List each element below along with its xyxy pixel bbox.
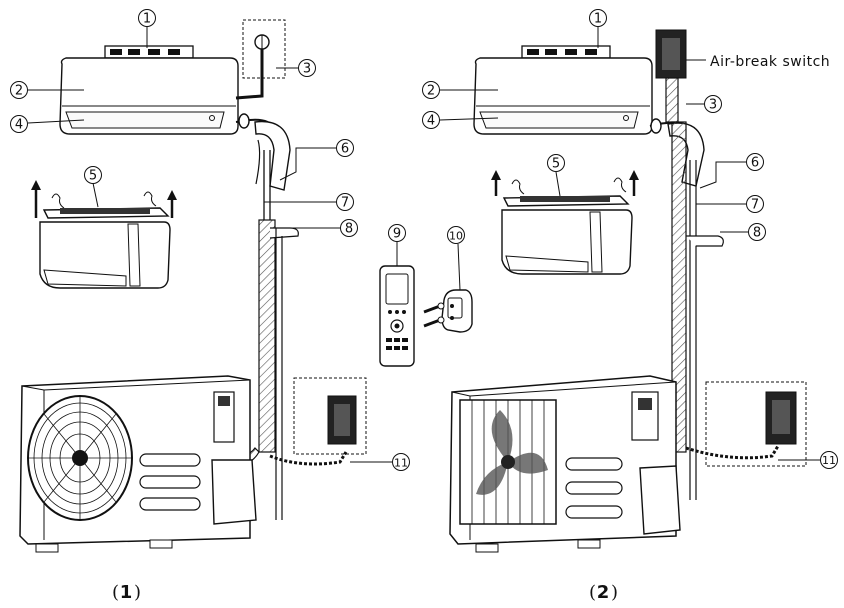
caption-figure-2: ( 2 ) bbox=[589, 582, 618, 603]
svg-text:3: 3 bbox=[303, 62, 311, 77]
accessories: 9 10 bbox=[379, 224, 473, 367]
svg-text:(: ( bbox=[589, 582, 596, 603]
callout-11-right: 11 bbox=[820, 451, 838, 469]
callout-3-right: 3 bbox=[704, 95, 722, 113]
remote-control-icon bbox=[379, 265, 415, 367]
svg-text:6: 6 bbox=[751, 156, 759, 171]
indoor-unit-lifting-icon bbox=[31, 180, 177, 289]
figure-2: Air-break switch bbox=[422, 9, 838, 603]
callout-6-left: 6 bbox=[336, 139, 354, 157]
callout-5-right: 5 bbox=[547, 154, 565, 172]
svg-text:4: 4 bbox=[15, 118, 23, 133]
svg-text:5: 5 bbox=[89, 169, 97, 184]
svg-text:11: 11 bbox=[394, 457, 408, 470]
svg-text:6: 6 bbox=[341, 142, 349, 157]
svg-text:3: 3 bbox=[709, 98, 717, 113]
svg-text:2: 2 bbox=[597, 582, 610, 603]
callout-5-left: 5 bbox=[84, 166, 102, 184]
outdoor-unit-icon bbox=[19, 375, 257, 553]
indoor-unit-icon bbox=[59, 57, 239, 135]
air-break-switch-icon bbox=[655, 29, 687, 79]
svg-text:8: 8 bbox=[753, 226, 761, 241]
callout-8-right: 8 bbox=[748, 223, 766, 241]
indoor-unit-icon bbox=[473, 57, 653, 135]
svg-text:7: 7 bbox=[751, 198, 759, 213]
callout-2-left: 2 bbox=[10, 81, 28, 99]
svg-text:11: 11 bbox=[822, 454, 836, 467]
callout-1-left: 1 bbox=[138, 9, 156, 27]
callout-4-right: 4 bbox=[422, 111, 440, 129]
callout-4-left: 4 bbox=[10, 115, 28, 133]
callout-2-right: 2 bbox=[422, 81, 440, 99]
svg-text:2: 2 bbox=[15, 84, 23, 99]
indoor-unit-lifting-icon bbox=[491, 170, 639, 275]
caption-figure-1: ( 1 ) bbox=[112, 582, 141, 603]
mounting-plate-icon bbox=[521, 45, 611, 59]
svg-text:1: 1 bbox=[594, 12, 602, 27]
svg-text:9: 9 bbox=[393, 227, 401, 242]
callout-10: 10 bbox=[447, 226, 465, 244]
svg-text:1: 1 bbox=[120, 582, 133, 603]
callout-1-right: 1 bbox=[589, 9, 607, 27]
svg-text:(: ( bbox=[112, 582, 119, 603]
outdoor-unit-icon bbox=[449, 375, 681, 553]
callout-3-left: 3 bbox=[298, 59, 316, 77]
callout-9: 9 bbox=[388, 224, 406, 242]
svg-text:7: 7 bbox=[341, 196, 349, 211]
svg-text:): ) bbox=[611, 582, 618, 603]
svg-text:10: 10 bbox=[449, 230, 463, 243]
svg-text:1: 1 bbox=[143, 12, 151, 27]
figure-1: 1 2 3 4 5 6 7 8 bbox=[10, 9, 410, 603]
callout-11-left: 11 bbox=[392, 453, 410, 471]
air-break-switch-icon bbox=[327, 395, 357, 445]
wall-hole-cap-icon bbox=[254, 34, 270, 76]
svg-text:5: 5 bbox=[552, 157, 560, 172]
callout-7-right: 7 bbox=[746, 195, 764, 213]
air-break-switch-label: Air-break switch bbox=[710, 54, 830, 70]
svg-text:4: 4 bbox=[427, 114, 435, 129]
svg-text:8: 8 bbox=[345, 222, 353, 237]
callout-6-right: 6 bbox=[746, 153, 764, 171]
svg-text:2: 2 bbox=[427, 84, 435, 99]
callout-7-left: 7 bbox=[336, 193, 354, 211]
screw-icon bbox=[423, 302, 445, 328]
air-break-switch-icon bbox=[765, 391, 797, 445]
remote-holder-icon bbox=[441, 289, 473, 333]
callout-8-left: 8 bbox=[340, 219, 358, 237]
mounting-plate-icon bbox=[104, 45, 194, 59]
svg-text:): ) bbox=[134, 582, 141, 603]
